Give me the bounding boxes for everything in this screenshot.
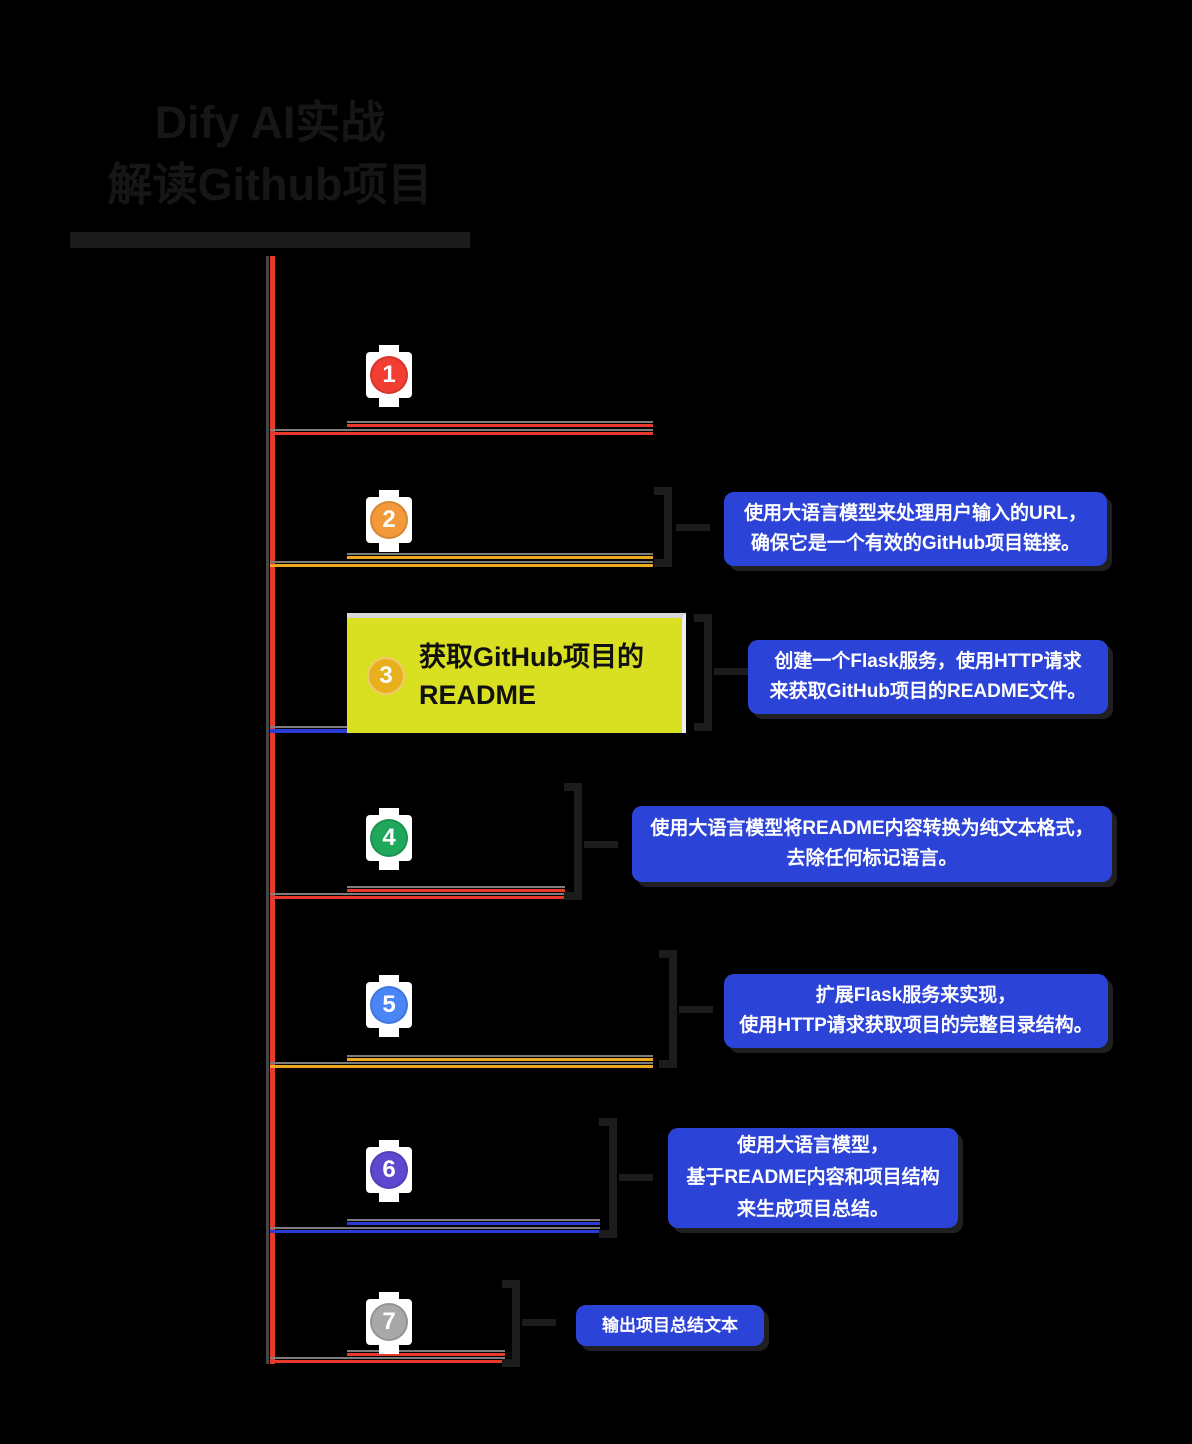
page-title-line2: 解读Github项目 — [107, 159, 433, 210]
step-6-note[interactable]: 使用大语言模型， 基于README内容和项目结构 来生成项目总结。 — [668, 1128, 958, 1228]
step-3-label: 获取GitHub项目的 README — [419, 641, 644, 710]
step-3-note[interactable]: 创建一个Flask服务，使用HTTP请求 来获取GitHub项目的README文… — [748, 640, 1108, 714]
step-7-bracket — [502, 1280, 520, 1367]
step-1-branch-shadow — [270, 429, 653, 431]
step-1-underline — [347, 424, 653, 427]
step-3-connector-dash — [714, 668, 748, 675]
step-6-number-icon[interactable]: 6 — [366, 1140, 412, 1202]
step-7-note[interactable]: 输出项目总结文本 — [576, 1305, 764, 1346]
step-6-bracket — [599, 1118, 617, 1238]
step-2-underline-shadow — [347, 553, 653, 555]
step-5-underline — [347, 1058, 653, 1061]
step-5-branch-shadow — [270, 1062, 653, 1064]
step-5-branch — [270, 1065, 653, 1068]
step-7-number-icon[interactable]: 7 — [366, 1292, 412, 1354]
step-7-branch-shadow — [270, 1357, 505, 1359]
circled-5-icon: 5 — [370, 986, 408, 1024]
step-5-number-icon[interactable]: 5 — [366, 975, 412, 1037]
step-6-underline-shadow — [347, 1219, 600, 1221]
step-7-underline-shadow — [347, 1350, 505, 1352]
step-5-note[interactable]: 扩展Flask服务来实现， 使用HTTP请求获取项目的完整目录结构。 — [724, 974, 1108, 1048]
step-6-branch-shadow — [270, 1227, 600, 1229]
page-title-line1: Dify AI实战 — [154, 97, 386, 148]
step-4-underline-shadow — [347, 886, 565, 888]
circled-3-icon: 3 — [367, 656, 405, 695]
step-1-number-icon[interactable]: 1 — [366, 345, 412, 407]
step-6-underline — [347, 1222, 600, 1225]
step-4-bracket — [564, 783, 582, 900]
step-2-underline — [347, 556, 653, 559]
step-5-connector-dash — [679, 1006, 713, 1013]
trunk-line — [270, 256, 275, 1364]
step-3-highlight-node[interactable]: 3 获取GitHub项目的 README — [347, 613, 686, 733]
step-3-branch — [270, 729, 347, 733]
trunk-shadow-line — [266, 256, 269, 1364]
step-5-underline-shadow — [347, 1055, 653, 1057]
step-2-note[interactable]: 使用大语言模型来处理用户输入的URL， 确保它是一个有效的GitHub项目链接。 — [724, 492, 1107, 566]
step-2-number-icon[interactable]: 2 — [366, 490, 412, 552]
step-2-connector-dash — [676, 524, 710, 531]
step-4-connector-dash — [584, 841, 618, 848]
step-6-connector-dash — [619, 1174, 653, 1181]
step-7-underline — [347, 1353, 505, 1356]
step-2-branch — [270, 564, 653, 567]
step-1-branch — [270, 432, 653, 435]
circled-6-icon: 6 — [370, 1151, 408, 1189]
step-4-branch-shadow — [270, 893, 565, 895]
circled-7-icon: 7 — [370, 1303, 408, 1341]
step-4-branch — [270, 896, 565, 899]
title-underline — [70, 232, 470, 248]
step-3-branch-shadow — [270, 726, 347, 728]
step-2-bracket — [654, 487, 672, 567]
step-7-connector-dash — [522, 1319, 556, 1326]
circled-1-icon: 1 — [370, 356, 408, 394]
step-2-branch-shadow — [270, 561, 653, 563]
step-4-underline — [347, 889, 565, 892]
step-3-bracket — [694, 614, 712, 731]
step-1-underline-shadow — [347, 421, 653, 423]
step-4-note[interactable]: 使用大语言模型将README内容转换为纯文本格式， 去除任何标记语言。 — [632, 806, 1112, 882]
circled-2-icon: 2 — [370, 501, 408, 539]
circled-4-icon: 4 — [370, 819, 408, 857]
step-7-branch — [270, 1360, 505, 1363]
page-title: Dify AI实战 解读Github项目 — [70, 92, 470, 216]
step-4-number-icon[interactable]: 4 — [366, 808, 412, 870]
step-5-bracket — [659, 950, 677, 1068]
step-6-branch — [270, 1230, 600, 1233]
